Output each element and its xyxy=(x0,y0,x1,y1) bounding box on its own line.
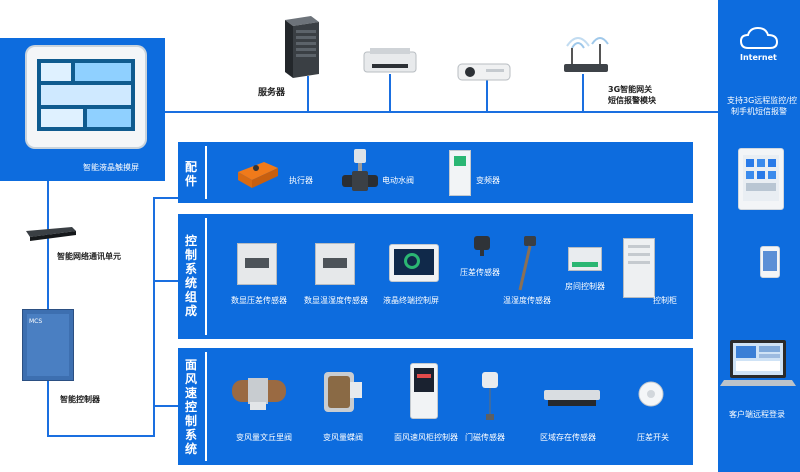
control-link xyxy=(153,280,178,282)
control-title-char-5: 组 xyxy=(184,290,197,304)
gateway-label-line2: 短信报警模块 xyxy=(608,96,656,105)
printer-icon xyxy=(363,48,417,73)
control-label-room-controller: 房间控制器 xyxy=(565,282,605,291)
actuator-icon xyxy=(238,162,278,188)
temp-humidity-probe-icon xyxy=(518,236,536,291)
control-title-char-4: 统 xyxy=(184,276,197,290)
airspeed-title-char-5: 制 xyxy=(184,414,197,428)
left-bottom-line xyxy=(47,435,154,437)
electric-water-valve-icon xyxy=(342,149,378,191)
pressure-sensor-icon xyxy=(474,236,490,256)
comm-unit-label: 智能网络通讯单元 xyxy=(57,252,121,261)
remote-support-label-line1: 支持3G远程监控/控 xyxy=(727,96,797,105)
projector-link xyxy=(486,80,488,112)
phone-app-icon xyxy=(738,148,784,210)
airspeed-title-char-4: 控 xyxy=(184,400,197,414)
internet-label: Internet xyxy=(740,53,777,62)
digital-temp-humidity-sensor-icon xyxy=(315,243,355,285)
server-icon xyxy=(285,16,319,78)
projector-icon xyxy=(457,63,511,81)
pressure-switch-icon xyxy=(638,381,664,407)
left-trunk-line xyxy=(47,181,49,436)
control-cabinet-icon xyxy=(623,238,655,298)
frequency-converter-icon xyxy=(449,150,471,196)
accessories-title-char-2: 件 xyxy=(184,174,197,188)
wireless-gateway-icon xyxy=(564,37,609,72)
server-link xyxy=(307,76,309,112)
airspeed-label-presence: 区域存在传感器 xyxy=(540,433,596,442)
control-label-temp-humidity: 温湿度传感器 xyxy=(503,296,551,305)
airspeed-link xyxy=(153,405,178,407)
cloud-icon xyxy=(740,26,778,49)
touch-screen-label: 智能液晶触摸屏 xyxy=(83,163,139,172)
control-label-lcd-terminal: 液晶终端控制屏 xyxy=(383,296,439,305)
venturi-valve-icon xyxy=(232,378,286,410)
accessories-link xyxy=(153,197,178,199)
airspeed-title-char-1: 面 xyxy=(184,358,197,372)
gateway-label-line1: 3G智能网关 xyxy=(608,85,653,94)
controller-label: 智能控制器 xyxy=(60,395,100,404)
network-bus-line xyxy=(165,111,718,113)
airspeed-label-butterfly: 变风量蝶阀 xyxy=(323,433,363,442)
accessory-label-actuator: 执行器 xyxy=(289,176,313,185)
butterfly-valve-icon xyxy=(324,372,362,412)
control-label-digital-pressure: 数显压差传感器 xyxy=(231,296,287,305)
face-velocity-controller-icon xyxy=(410,363,438,419)
remote-support-label-line2: 制手机短信报警 xyxy=(731,107,787,116)
control-title-char-3: 系 xyxy=(184,262,197,276)
mobile-phone-icon xyxy=(760,246,780,278)
door-magnetic-sensor-icon xyxy=(482,372,498,420)
touch-screen-device xyxy=(27,47,145,147)
laptop-icon xyxy=(720,340,796,386)
airspeed-label-pressure-switch: 压差开关 xyxy=(637,433,669,442)
control-title-char-2: 制 xyxy=(184,248,197,262)
control-title-char-6: 成 xyxy=(184,304,197,318)
room-controller-icon xyxy=(568,247,602,271)
lcd-terminal-screen-icon xyxy=(389,244,439,282)
airspeed-title-char-7: 统 xyxy=(184,442,197,456)
airspeed-label-door-sensor: 门磁传感器 xyxy=(465,433,505,442)
airspeed-label-face-controller: 面风速风柜控制器 xyxy=(394,433,458,442)
accessory-label-vfd: 变频器 xyxy=(476,176,500,185)
airspeed-title-char-2: 风 xyxy=(184,372,197,386)
presence-sensor-icon xyxy=(544,390,600,406)
section-trunk-line xyxy=(153,197,155,437)
printer-link xyxy=(389,74,391,112)
gateway-link xyxy=(582,74,584,112)
accessories-title-char-1: 配 xyxy=(184,160,197,174)
remote-access-column xyxy=(718,0,800,472)
smart-controller-box: MCS xyxy=(22,309,74,381)
network-comm-unit-icon xyxy=(26,227,76,241)
client-remote-login-label: 客户端远程登录 xyxy=(729,410,785,419)
airspeed-title-char-3: 速 xyxy=(184,386,197,400)
control-label-digital-temp-humidity: 数显温湿度传感器 xyxy=(304,296,368,305)
control-title-char-1: 控 xyxy=(184,234,197,248)
server-label: 服务器 xyxy=(258,88,286,98)
control-label-cabinet: 控制柜 xyxy=(653,296,677,305)
control-label-pressure: 压差传感器 xyxy=(460,268,500,277)
airspeed-label-venturi: 变风量文丘里阀 xyxy=(236,433,292,442)
digital-pressure-sensor-icon xyxy=(237,243,277,285)
controller-brand: MCS xyxy=(29,318,43,325)
airspeed-title-char-6: 系 xyxy=(184,428,197,442)
accessory-label-electric-valve: 电动水阀 xyxy=(382,176,414,185)
